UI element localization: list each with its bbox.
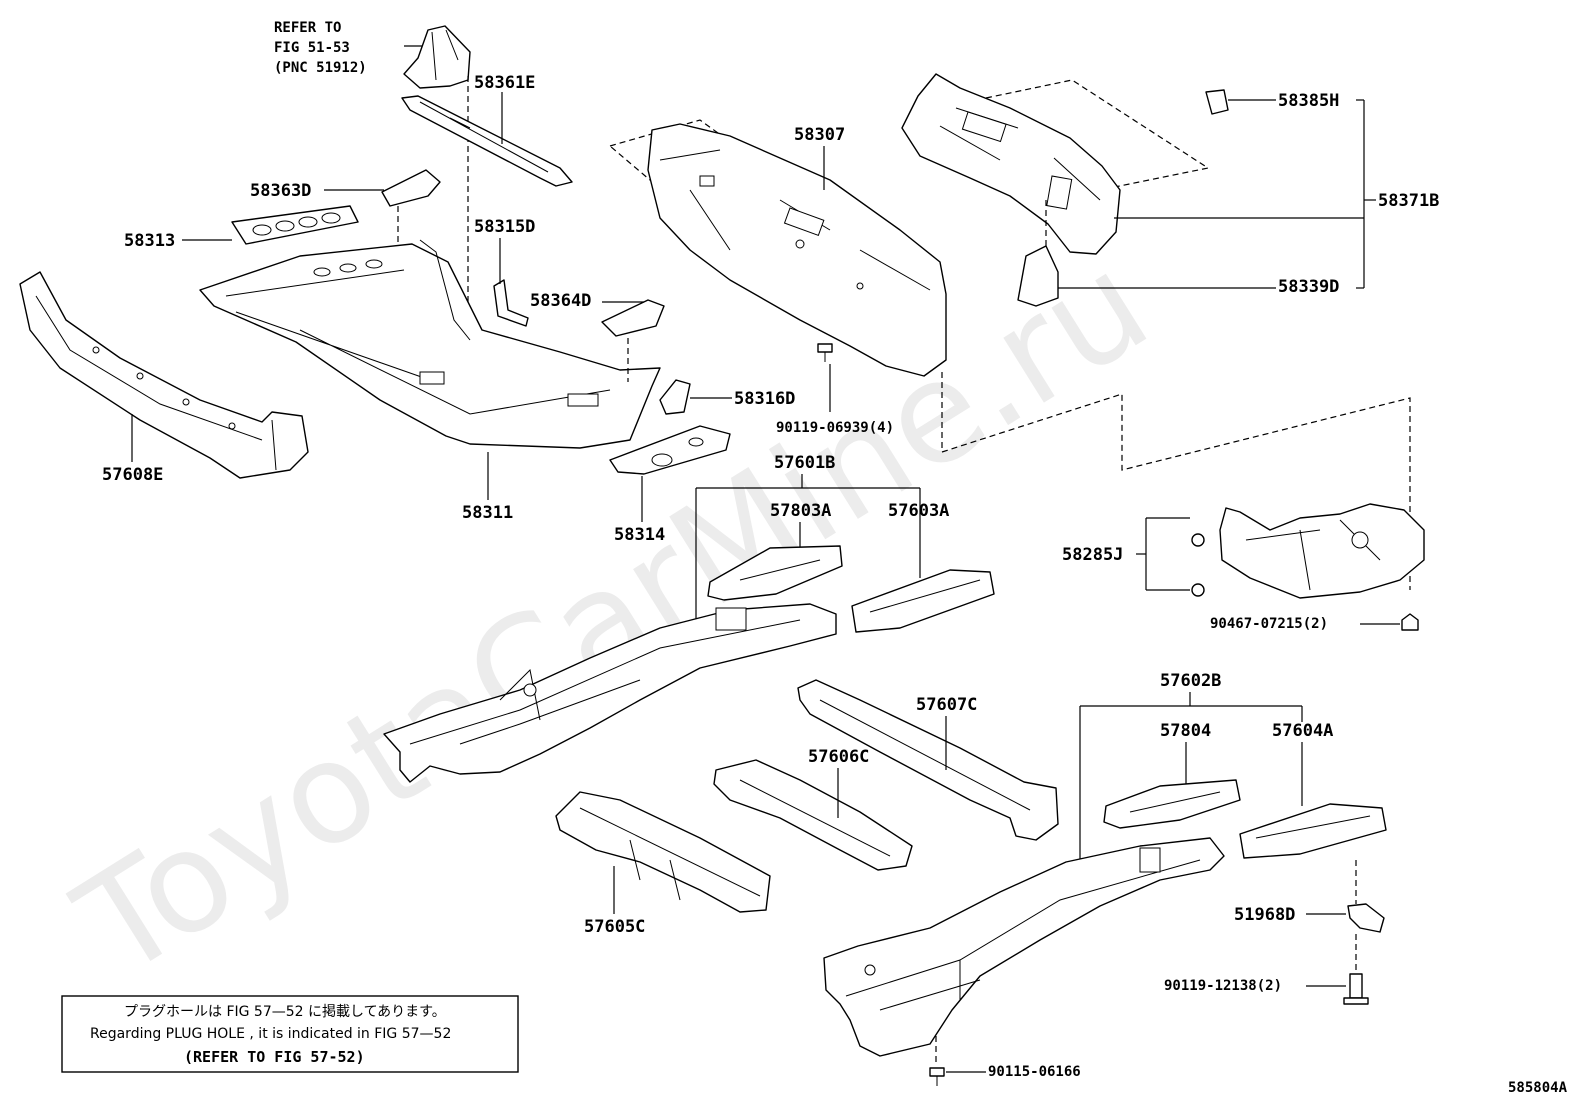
label-58361e: 58361E [474, 73, 535, 93]
part-58314 [609, 425, 731, 475]
label-58313: 58313 [124, 231, 175, 251]
label-51968d: 51968D [1234, 905, 1295, 925]
part-58285j [1219, 503, 1425, 599]
plug-note-box [61, 995, 519, 1073]
label-57601b: 57601B [774, 453, 835, 473]
label-58285j: 58285J [1062, 545, 1123, 565]
part-58371b [901, 73, 1121, 255]
label-58311: 58311 [462, 503, 513, 523]
label-57607c: 57607C [916, 695, 977, 715]
part-57804 [1103, 779, 1241, 829]
bolt-58285j-upper [1191, 533, 1205, 547]
bolt-90119-12138 [1343, 973, 1369, 1005]
label-58371b: 58371B [1378, 191, 1439, 211]
label-57603a: 57603A [888, 501, 949, 521]
part-58313 [231, 205, 359, 245]
label-57804: 57804 [1160, 721, 1211, 741]
label-57605c: 57605C [584, 917, 645, 937]
label-57604a: 57604A [1272, 721, 1333, 741]
part-57606c [713, 759, 913, 871]
part-57604a [1239, 803, 1387, 859]
label-57602b: 57602B [1160, 671, 1221, 691]
label-58364d: 58364D [530, 291, 591, 311]
label-58363d: 58363D [250, 181, 311, 201]
label-90119-06939: 90119-06939(4) [776, 420, 894, 436]
part-58364d [601, 299, 665, 337]
part-58307 [647, 123, 947, 377]
label-58314: 58314 [614, 525, 665, 545]
part-58315d [493, 279, 529, 327]
part-58363d [381, 169, 441, 207]
label-57803a: 57803A [770, 501, 831, 521]
bolt-90115-06166 [929, 1067, 945, 1086]
part-51968d [1347, 903, 1385, 933]
bolt-90119-06939 [817, 343, 833, 362]
plug-note-jp: プラグホールは FIG 57—52 に掲載してあります。 [124, 1004, 446, 1020]
label-57606c: 57606C [808, 747, 869, 767]
bolt-58285j-lower [1191, 583, 1205, 597]
label-58385h: 58385H [1278, 91, 1339, 111]
part-58311 [199, 239, 661, 449]
part-58361e [401, 95, 573, 187]
part-57603a [851, 569, 995, 633]
refer-note-line3: (PNC 51912) [274, 60, 367, 76]
part-57803a [707, 545, 843, 601]
part-58316d [659, 379, 691, 415]
refer-note-line1: REFER TO [274, 20, 341, 36]
part-57608e [19, 271, 309, 479]
label-58316d: 58316D [734, 389, 795, 409]
refer-note-line2: FIG 51-53 [274, 40, 350, 56]
bracket-51912-part [403, 25, 471, 89]
label-90467-07215: 90467-07215(2) [1210, 616, 1328, 632]
part-58385h [1205, 89, 1229, 115]
part-57607c [797, 679, 1059, 841]
diagram-id: 585804A [1508, 1080, 1568, 1096]
plug-note-en: Regarding PLUG HOLE , it is indicated in… [90, 1026, 451, 1042]
label-90119-12138: 90119-12138(2) [1164, 978, 1282, 994]
part-57601b [383, 603, 837, 783]
clip-90467-07215 [1401, 613, 1419, 631]
label-90115-06166: 90115-06166 [988, 1064, 1081, 1080]
plug-note-ref: (REFER TO FIG 57-52) [184, 1048, 365, 1066]
label-58315d: 58315D [474, 217, 535, 237]
part-57602b [823, 837, 1225, 1057]
part-57605c [555, 791, 771, 913]
label-58339d: 58339D [1278, 277, 1339, 297]
label-57608e: 57608E [102, 465, 163, 485]
label-58307: 58307 [794, 125, 845, 145]
